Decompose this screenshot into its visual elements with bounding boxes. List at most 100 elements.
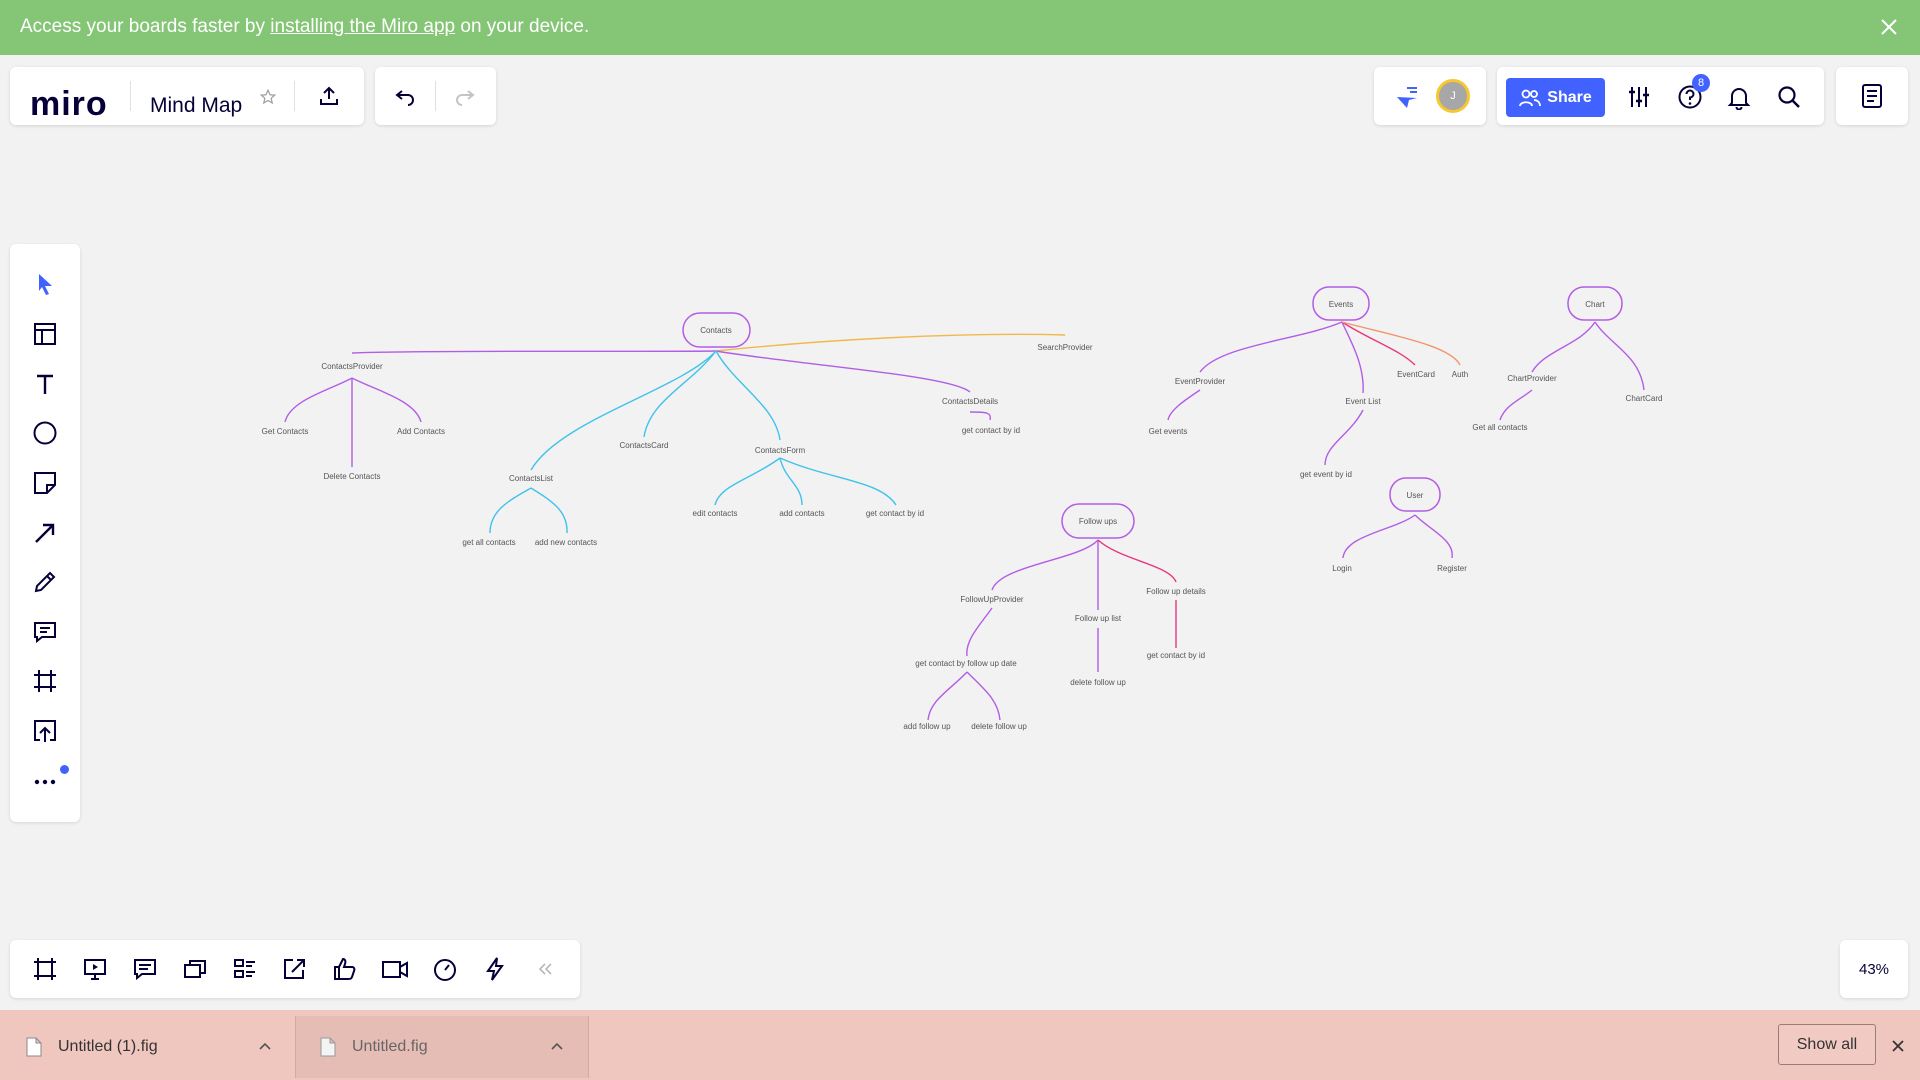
node-follow-ups[interactable]: Follow ups	[1079, 517, 1117, 526]
voting-thumbs-up-icon[interactable]	[330, 954, 360, 984]
search-icon[interactable]	[1774, 82, 1804, 112]
miro-logo[interactable]: miro	[30, 85, 108, 123]
node-login[interactable]: Login	[1332, 564, 1352, 573]
node-chart[interactable]: Chart	[1585, 300, 1605, 309]
notes-icon[interactable]	[1857, 81, 1887, 111]
connection-arrow-icon[interactable]	[30, 518, 60, 548]
install-app-link[interactable]: installing the Miro app	[270, 16, 456, 37]
node-register[interactable]: Register	[1437, 564, 1467, 573]
templates-icon[interactable]	[30, 319, 60, 349]
comments-list-icon[interactable]	[130, 954, 160, 984]
help-notification-badge: 8	[1692, 74, 1710, 92]
video-call-icon[interactable]	[380, 954, 410, 984]
node-get-contact-by-id-details[interactable]: get contact by id	[962, 426, 1020, 435]
pen-icon[interactable]	[30, 567, 60, 597]
node-get-contact-by-id-fu[interactable]: get contact by id	[1147, 651, 1205, 660]
board-title[interactable]: Mind Map	[150, 94, 243, 117]
node-get-contact-by-id-form[interactable]: get contact by id	[866, 509, 924, 518]
node-contacts-details[interactable]: ContactsDetails	[942, 397, 998, 406]
node-contacts[interactable]: Contacts	[700, 326, 732, 335]
kanban-list-icon[interactable]	[230, 954, 260, 984]
user-avatar[interactable]: J	[1436, 79, 1470, 113]
node-search-provider[interactable]: SearchProvider	[1037, 343, 1092, 352]
collapse-toolbar-icon[interactable]	[530, 954, 560, 984]
undo-icon[interactable]	[390, 81, 420, 111]
help-icon[interactable]	[1675, 82, 1705, 112]
node-get-all-contacts-chart[interactable]: Get all contacts	[1472, 423, 1527, 432]
notification-bell-icon[interactable]	[1724, 82, 1754, 112]
show-all-downloads-button[interactable]: Show all	[1778, 1024, 1876, 1065]
upload-export-icon[interactable]	[314, 81, 344, 111]
divider	[435, 81, 436, 111]
node-get-contact-by-follow-up-date[interactable]: get contact by follow up date	[915, 659, 1017, 668]
upload-icon[interactable]	[30, 716, 60, 746]
node-event-list[interactable]: Event List	[1345, 397, 1381, 406]
share-screen-icon[interactable]	[280, 954, 310, 984]
new-tools-dot	[60, 765, 69, 774]
node-user[interactable]: User	[1407, 491, 1424, 500]
node-delete-contacts[interactable]: Delete Contacts	[324, 472, 381, 481]
frame-icon[interactable]	[30, 666, 60, 696]
timer-icon[interactable]	[430, 954, 460, 984]
chevron-up-icon[interactable]	[258, 1041, 272, 1051]
comment-icon[interactable]	[30, 617, 60, 647]
node-auth[interactable]: Auth	[1452, 370, 1468, 379]
node-contacts-card[interactable]: ContactsCard	[620, 441, 669, 450]
chevron-up-icon[interactable]	[550, 1041, 564, 1051]
node-add-follow-up[interactable]: add follow up	[903, 722, 951, 731]
node-contacts-form[interactable]: ContactsForm	[755, 446, 806, 455]
frames-icon[interactable]	[30, 954, 60, 984]
node-follow-up-list[interactable]: Follow up list	[1075, 614, 1122, 623]
node-get-events[interactable]: Get events	[1149, 427, 1188, 436]
node-follow-up-provider[interactable]: FollowUpProvider	[960, 595, 1023, 604]
select-cursor-icon[interactable]	[30, 269, 60, 299]
file-icon	[320, 1037, 336, 1057]
node-add-contacts[interactable]: Add Contacts	[397, 427, 445, 436]
edge-form-add	[779, 457, 803, 506]
sticky-note-icon[interactable]	[30, 468, 60, 498]
integrations-lightning-icon[interactable]	[480, 954, 510, 984]
edge-register	[1414, 514, 1453, 559]
presentation-icon[interactable]	[80, 954, 110, 984]
settings-sliders-icon[interactable]	[1624, 82, 1654, 112]
more-tools-icon[interactable]	[30, 766, 60, 796]
node-get-all-contacts[interactable]: get all contacts	[462, 538, 515, 547]
star-icon[interactable]	[256, 85, 280, 109]
edge-contacts-list	[530, 350, 717, 471]
edge-search-provider	[715, 333, 1066, 352]
node-add-contacts-lc[interactable]: add contacts	[779, 509, 824, 518]
text-icon[interactable]	[30, 369, 60, 399]
download-item-untitled[interactable]: Untitled.fig	[295, 1016, 589, 1078]
node-get-event-by-id[interactable]: get event by id	[1300, 470, 1352, 479]
edge-get-event-by-id	[1324, 409, 1364, 466]
banner-prefix: Access your boards faster by	[20, 16, 271, 37]
node-get-contacts[interactable]: Get Contacts	[262, 427, 309, 436]
node-edit-contacts[interactable]: edit contacts	[693, 509, 738, 518]
redo-icon[interactable]	[450, 81, 480, 111]
node-follow-up-details[interactable]: Follow up details	[1146, 587, 1206, 596]
node-contacts-provider[interactable]: ContactsProvider	[321, 362, 383, 371]
cursor-follow-icon[interactable]	[1392, 83, 1420, 111]
share-label: Share	[1547, 88, 1592, 106]
cards-icon[interactable]	[180, 954, 210, 984]
node-events[interactable]: Events	[1329, 300, 1353, 309]
download-bar-close-icon[interactable]	[1886, 1034, 1910, 1058]
banner-close-icon[interactable]	[1876, 14, 1902, 40]
share-button[interactable]: Share	[1506, 78, 1605, 117]
shape-circle-icon[interactable]	[30, 418, 60, 448]
file-icon	[26, 1037, 42, 1057]
board-header-panel: miro Mind Map	[10, 67, 364, 125]
download-item-untitled-1[interactable]: Untitled (1).fig	[0, 1016, 292, 1078]
node-add-new-contacts[interactable]: add new contacts	[535, 538, 597, 547]
zoom-level[interactable]: 43%	[1840, 940, 1908, 998]
edge-auth	[1341, 321, 1461, 366]
node-contacts-list[interactable]: ContactsList	[509, 474, 554, 483]
node-chart-card[interactable]: ChartCard	[1626, 394, 1663, 403]
node-event-card[interactable]: EventCard	[1397, 370, 1435, 379]
edge-fu-add	[927, 671, 968, 721]
node-delete-follow-up-a[interactable]: delete follow up	[971, 722, 1027, 731]
node-event-provider[interactable]: EventProvider	[1175, 377, 1226, 386]
node-delete-follow-up-b[interactable]: delete follow up	[1070, 678, 1126, 687]
node-chart-provider[interactable]: ChartProvider	[1507, 374, 1557, 383]
